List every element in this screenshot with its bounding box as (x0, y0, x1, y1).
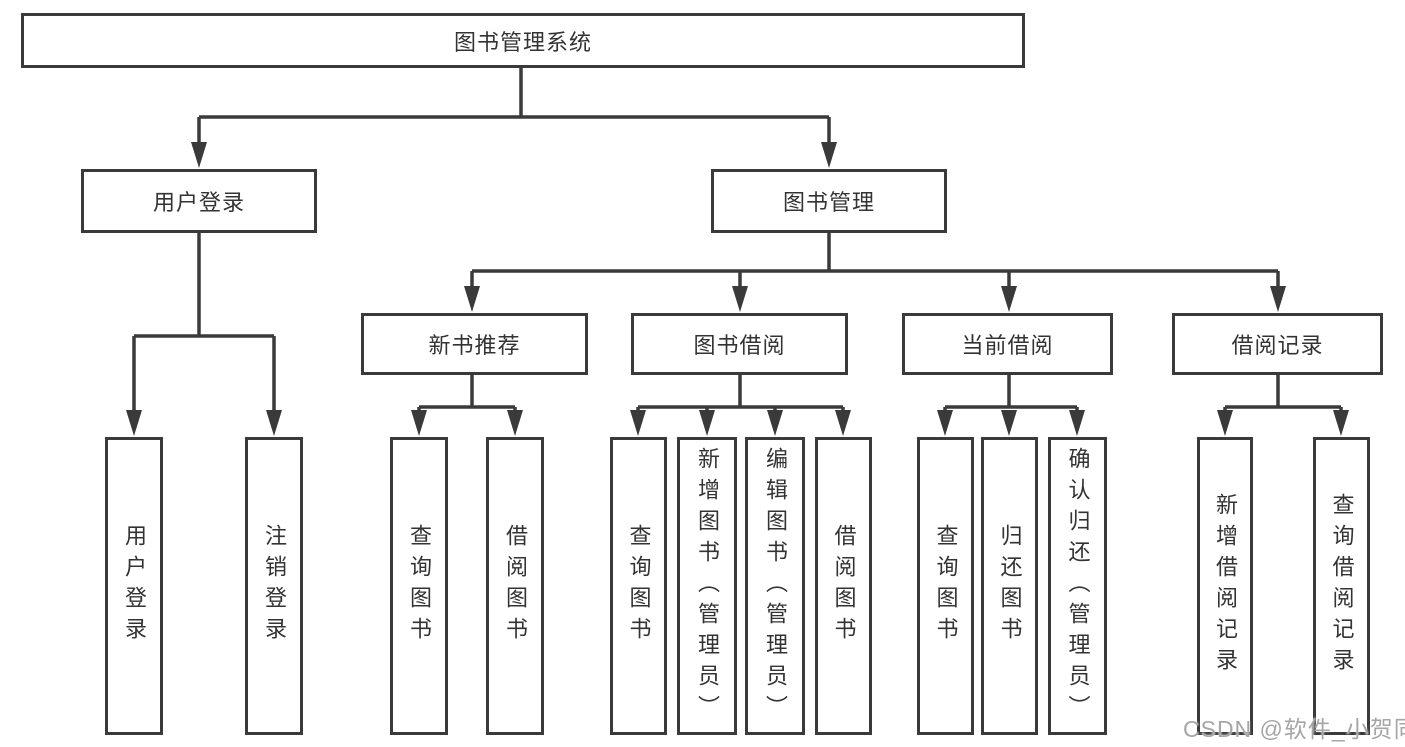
leaf-borrow-book-label: 借阅图书 (831, 524, 857, 648)
node-book-management-label: 图书管理 (782, 190, 875, 215)
node-new-book-recommend-label: 新书推荐 (428, 333, 521, 358)
arrowhead (835, 410, 851, 436)
node-user-login-label: 用户登录 (152, 190, 245, 215)
leaf-query-book-borrow: 查询图书 (610, 437, 667, 735)
leaf-borrow-book: 借阅图书 (815, 437, 872, 735)
arrowhead (126, 410, 142, 436)
watermark: CSDN @软件_小贺同学 (1183, 716, 1405, 742)
leaf-add-borrow-record-label: 新增借阅记录 (1213, 493, 1238, 679)
leaf-user-login: 用户登录 (105, 437, 163, 735)
leaf-confirm-return-admin-label: 确认归还（管理员） (1065, 446, 1091, 726)
node-user-login: 用户登录 (81, 169, 317, 233)
node-book-borrow: 图书借阅 (631, 313, 848, 375)
node-current-borrow-label: 当前借阅 (961, 333, 1054, 358)
arrowhead (1333, 410, 1349, 436)
node-current-borrow: 当前借阅 (902, 313, 1113, 375)
leaf-edit-book-admin-label: 编辑图书（管理员） (763, 446, 788, 726)
leaf-user-login-label: 用户登录 (122, 524, 147, 648)
arrowhead (821, 142, 837, 168)
arrowhead (1069, 410, 1085, 436)
node-book-borrow-label: 图书借阅 (693, 333, 786, 358)
node-borrow-records-label: 借阅记录 (1231, 333, 1324, 358)
arrowhead (732, 286, 748, 312)
leaf-query-book-borrow-label: 查询图书 (626, 524, 652, 648)
arrowhead (411, 410, 427, 436)
arrowhead (191, 142, 207, 168)
arrowhead (1001, 286, 1017, 312)
arrowhead (937, 410, 953, 436)
arrowhead (699, 410, 715, 436)
node-new-book-recommend: 新书推荐 (361, 313, 588, 375)
arrowhead (266, 410, 282, 436)
leaf-logout: 注销登录 (245, 437, 303, 735)
leaf-query-book-current: 查询图书 (917, 437, 974, 735)
node-root: 图书管理系统 (21, 13, 1025, 68)
leaf-borrow-book-recommend-label: 借阅图书 (503, 524, 528, 648)
leaf-query-book-current-label: 查询图书 (933, 524, 959, 648)
leaf-edit-book-admin: 编辑图书（管理员） (745, 437, 805, 735)
arrowhead (1217, 410, 1233, 436)
leaf-borrow-book-recommend: 借阅图书 (486, 437, 544, 735)
leaf-add-borrow-record: 新增借阅记录 (1197, 437, 1253, 735)
leaf-query-borrow-record: 查询借阅记录 (1313, 437, 1370, 735)
leaf-add-book-admin-label: 新增图书（管理员） (695, 446, 720, 726)
leaf-logout-label: 注销登录 (262, 524, 287, 648)
leaf-confirm-return-admin: 确认归还（管理员） (1048, 437, 1107, 735)
arrowhead (630, 410, 646, 436)
node-root-label: 图书管理系统 (453, 29, 592, 55)
arrowhead (464, 286, 480, 312)
leaf-query-borrow-record-label: 查询借阅记录 (1329, 493, 1355, 679)
leaf-query-book-recommend: 查询图书 (390, 437, 448, 735)
arrowhead (1270, 286, 1286, 312)
arrowhead (507, 410, 523, 436)
leaf-add-book-admin: 新增图书（管理员） (677, 437, 737, 735)
node-borrow-records: 借阅记录 (1172, 313, 1383, 375)
arrowhead (767, 410, 783, 436)
leaf-return-book: 归还图书 (981, 437, 1038, 735)
leaf-query-book-recommend-label: 查询图书 (407, 524, 432, 648)
leaf-return-book-label: 归还图书 (997, 524, 1023, 648)
node-book-management: 图书管理 (711, 169, 947, 233)
arrowhead (1001, 410, 1017, 436)
